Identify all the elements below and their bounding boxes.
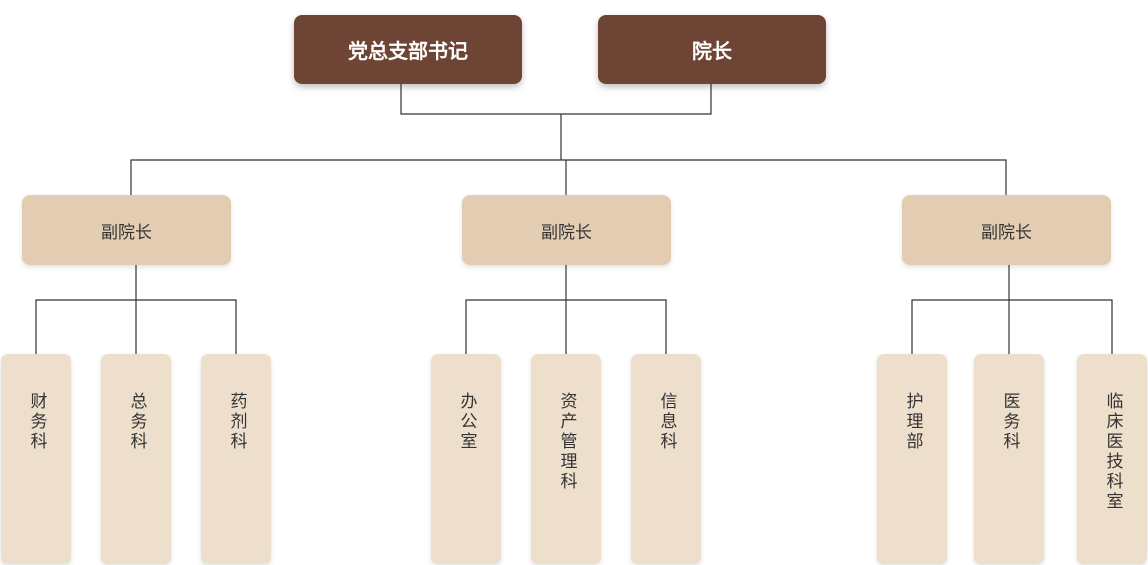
node-vice-president-2: 副院长 — [462, 195, 671, 265]
node-vice-president-3: 副院长 — [902, 195, 1111, 265]
node-dept-information: 信息科 — [631, 354, 701, 564]
node-label: 副院长 — [101, 222, 152, 243]
node-label: 副院长 — [541, 222, 592, 243]
node-label: 医务科 — [999, 392, 1020, 452]
node-president: 院长 — [598, 15, 826, 84]
node-dept-pharmacy: 药剂科 — [201, 354, 271, 564]
node-dept-nursing: 护理部 — [877, 354, 947, 564]
node-dept-finance: 财务科 — [1, 354, 71, 564]
node-label: 党总支部书记 — [348, 39, 468, 63]
node-party-secretary: 党总支部书记 — [294, 15, 522, 84]
connector-vice-bus — [130, 159, 1007, 195]
node-label: 院长 — [692, 39, 732, 63]
node-dept-asset-management: 资产管理科 — [531, 354, 601, 564]
connector-leaders — [400, 84, 712, 115]
node-label: 临床医技科室 — [1102, 392, 1123, 512]
node-label: 护理部 — [902, 392, 923, 452]
node-label: 资产管理科 — [556, 392, 577, 492]
node-label: 总务科 — [126, 392, 147, 452]
node-vice-president-1: 副院长 — [22, 195, 231, 265]
node-label: 财务科 — [26, 392, 47, 452]
node-label: 药剂科 — [226, 392, 247, 452]
node-dept-clinical-technical: 临床医技科室 — [1077, 354, 1147, 564]
node-dept-general-affairs: 总务科 — [101, 354, 171, 564]
connector-group3-bus — [911, 299, 1113, 354]
node-dept-medical-affairs: 医务科 — [974, 354, 1044, 564]
node-label: 信息科 — [656, 392, 677, 452]
node-dept-office: 办公室 — [431, 354, 501, 564]
node-label: 办公室 — [456, 392, 477, 452]
node-label: 副院长 — [981, 222, 1032, 243]
